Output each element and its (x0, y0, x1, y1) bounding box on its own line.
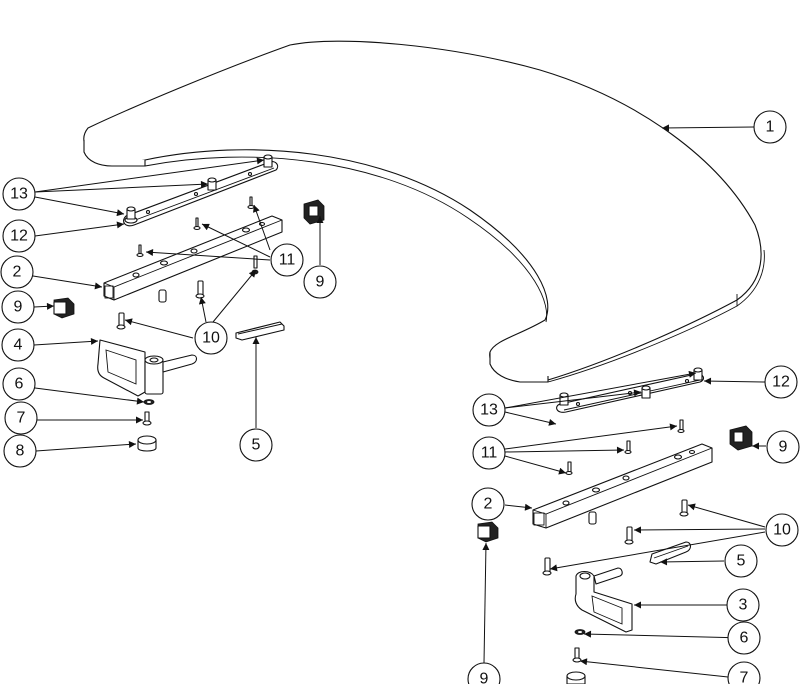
callout-5-right: 5 (724, 544, 758, 578)
callout-11-left: 11 (270, 243, 304, 277)
leader-lines (32, 124, 766, 678)
svg-text:5: 5 (252, 437, 261, 454)
svg-text:12: 12 (772, 374, 790, 391)
screw-part-7-right (572, 647, 582, 663)
washer-part-6-left (143, 399, 155, 405)
bracket-plate-part-12-right (556, 367, 705, 413)
square-tube-part-2-left (103, 215, 283, 303)
hinge-bracket-part-3 (574, 567, 633, 633)
callout-2-right: 2 (471, 487, 505, 521)
end-cap-part-9-left (53, 199, 325, 319)
cap-part-8 (137, 435, 157, 452)
svg-text:8: 8 (16, 443, 25, 460)
svg-text:9: 9 (14, 299, 23, 316)
svg-text:7: 7 (17, 410, 26, 427)
svg-text:7: 7 (740, 670, 749, 684)
svg-text:3: 3 (739, 597, 748, 614)
callout-6-right: 6 (727, 621, 761, 655)
svg-text:10: 10 (202, 330, 220, 347)
callout-4: 4 (1, 328, 35, 362)
callout-7-right: 7 (727, 661, 761, 684)
svg-text:2: 2 (484, 496, 493, 513)
svg-text:5: 5 (737, 553, 746, 570)
svg-text:12: 12 (10, 228, 28, 245)
callout-7-left: 7 (4, 401, 38, 435)
svg-text:6: 6 (740, 630, 749, 647)
callout-1: 1 (753, 110, 787, 144)
bolt-part-10-right (542, 499, 689, 576)
callout-13-left: 13 (2, 177, 36, 211)
svg-text:6: 6 (15, 376, 24, 393)
callout-9-left-b: 9 (303, 265, 337, 299)
handle-part-5-right (649, 541, 692, 565)
tray-part-1 (83, 40, 765, 383)
handle-part-5-left (235, 321, 285, 341)
callout-2-left: 2 (0, 255, 34, 289)
svg-text:11: 11 (481, 445, 498, 462)
svg-text:11: 11 (279, 252, 296, 269)
callout-12-right: 12 (764, 365, 798, 399)
svg-text:10: 10 (773, 522, 791, 539)
callout-11-right: 11 (472, 436, 506, 470)
svg-text:2: 2 (13, 264, 22, 281)
square-tube-part-2-right (532, 443, 713, 529)
svg-text:4: 4 (14, 337, 23, 354)
cap-part-8-right (566, 671, 586, 684)
bolt-part-10-left (116, 280, 205, 330)
svg-text:1: 1 (766, 119, 775, 136)
callout-10-left: 10 (194, 321, 228, 355)
callout-12-left: 12 (2, 219, 36, 253)
callout-5-left: 5 (239, 428, 273, 462)
hinge-bracket-part-4 (97, 339, 198, 397)
svg-text:9: 9 (779, 439, 788, 456)
svg-text:9: 9 (316, 274, 325, 291)
callout-6-left: 6 (2, 367, 36, 401)
end-cap-part-9-right (477, 425, 753, 543)
callout-13-right: 13 (472, 393, 506, 427)
svg-text:9: 9 (480, 671, 489, 684)
callout-9-left-a: 9 (1, 290, 35, 324)
callout-9-right-b: 9 (467, 662, 501, 684)
screw-part-7-left (142, 411, 152, 426)
callout-10-right: 10 (765, 513, 799, 547)
svg-text:13: 13 (10, 186, 28, 203)
washer-part-6-right (574, 629, 586, 635)
svg-text:13: 13 (480, 402, 498, 419)
callout-8: 8 (3, 434, 37, 468)
callout-9-right-a: 9 (766, 430, 800, 464)
bracket-plate-part-12-left (123, 154, 279, 227)
callout-3: 3 (726, 588, 760, 622)
